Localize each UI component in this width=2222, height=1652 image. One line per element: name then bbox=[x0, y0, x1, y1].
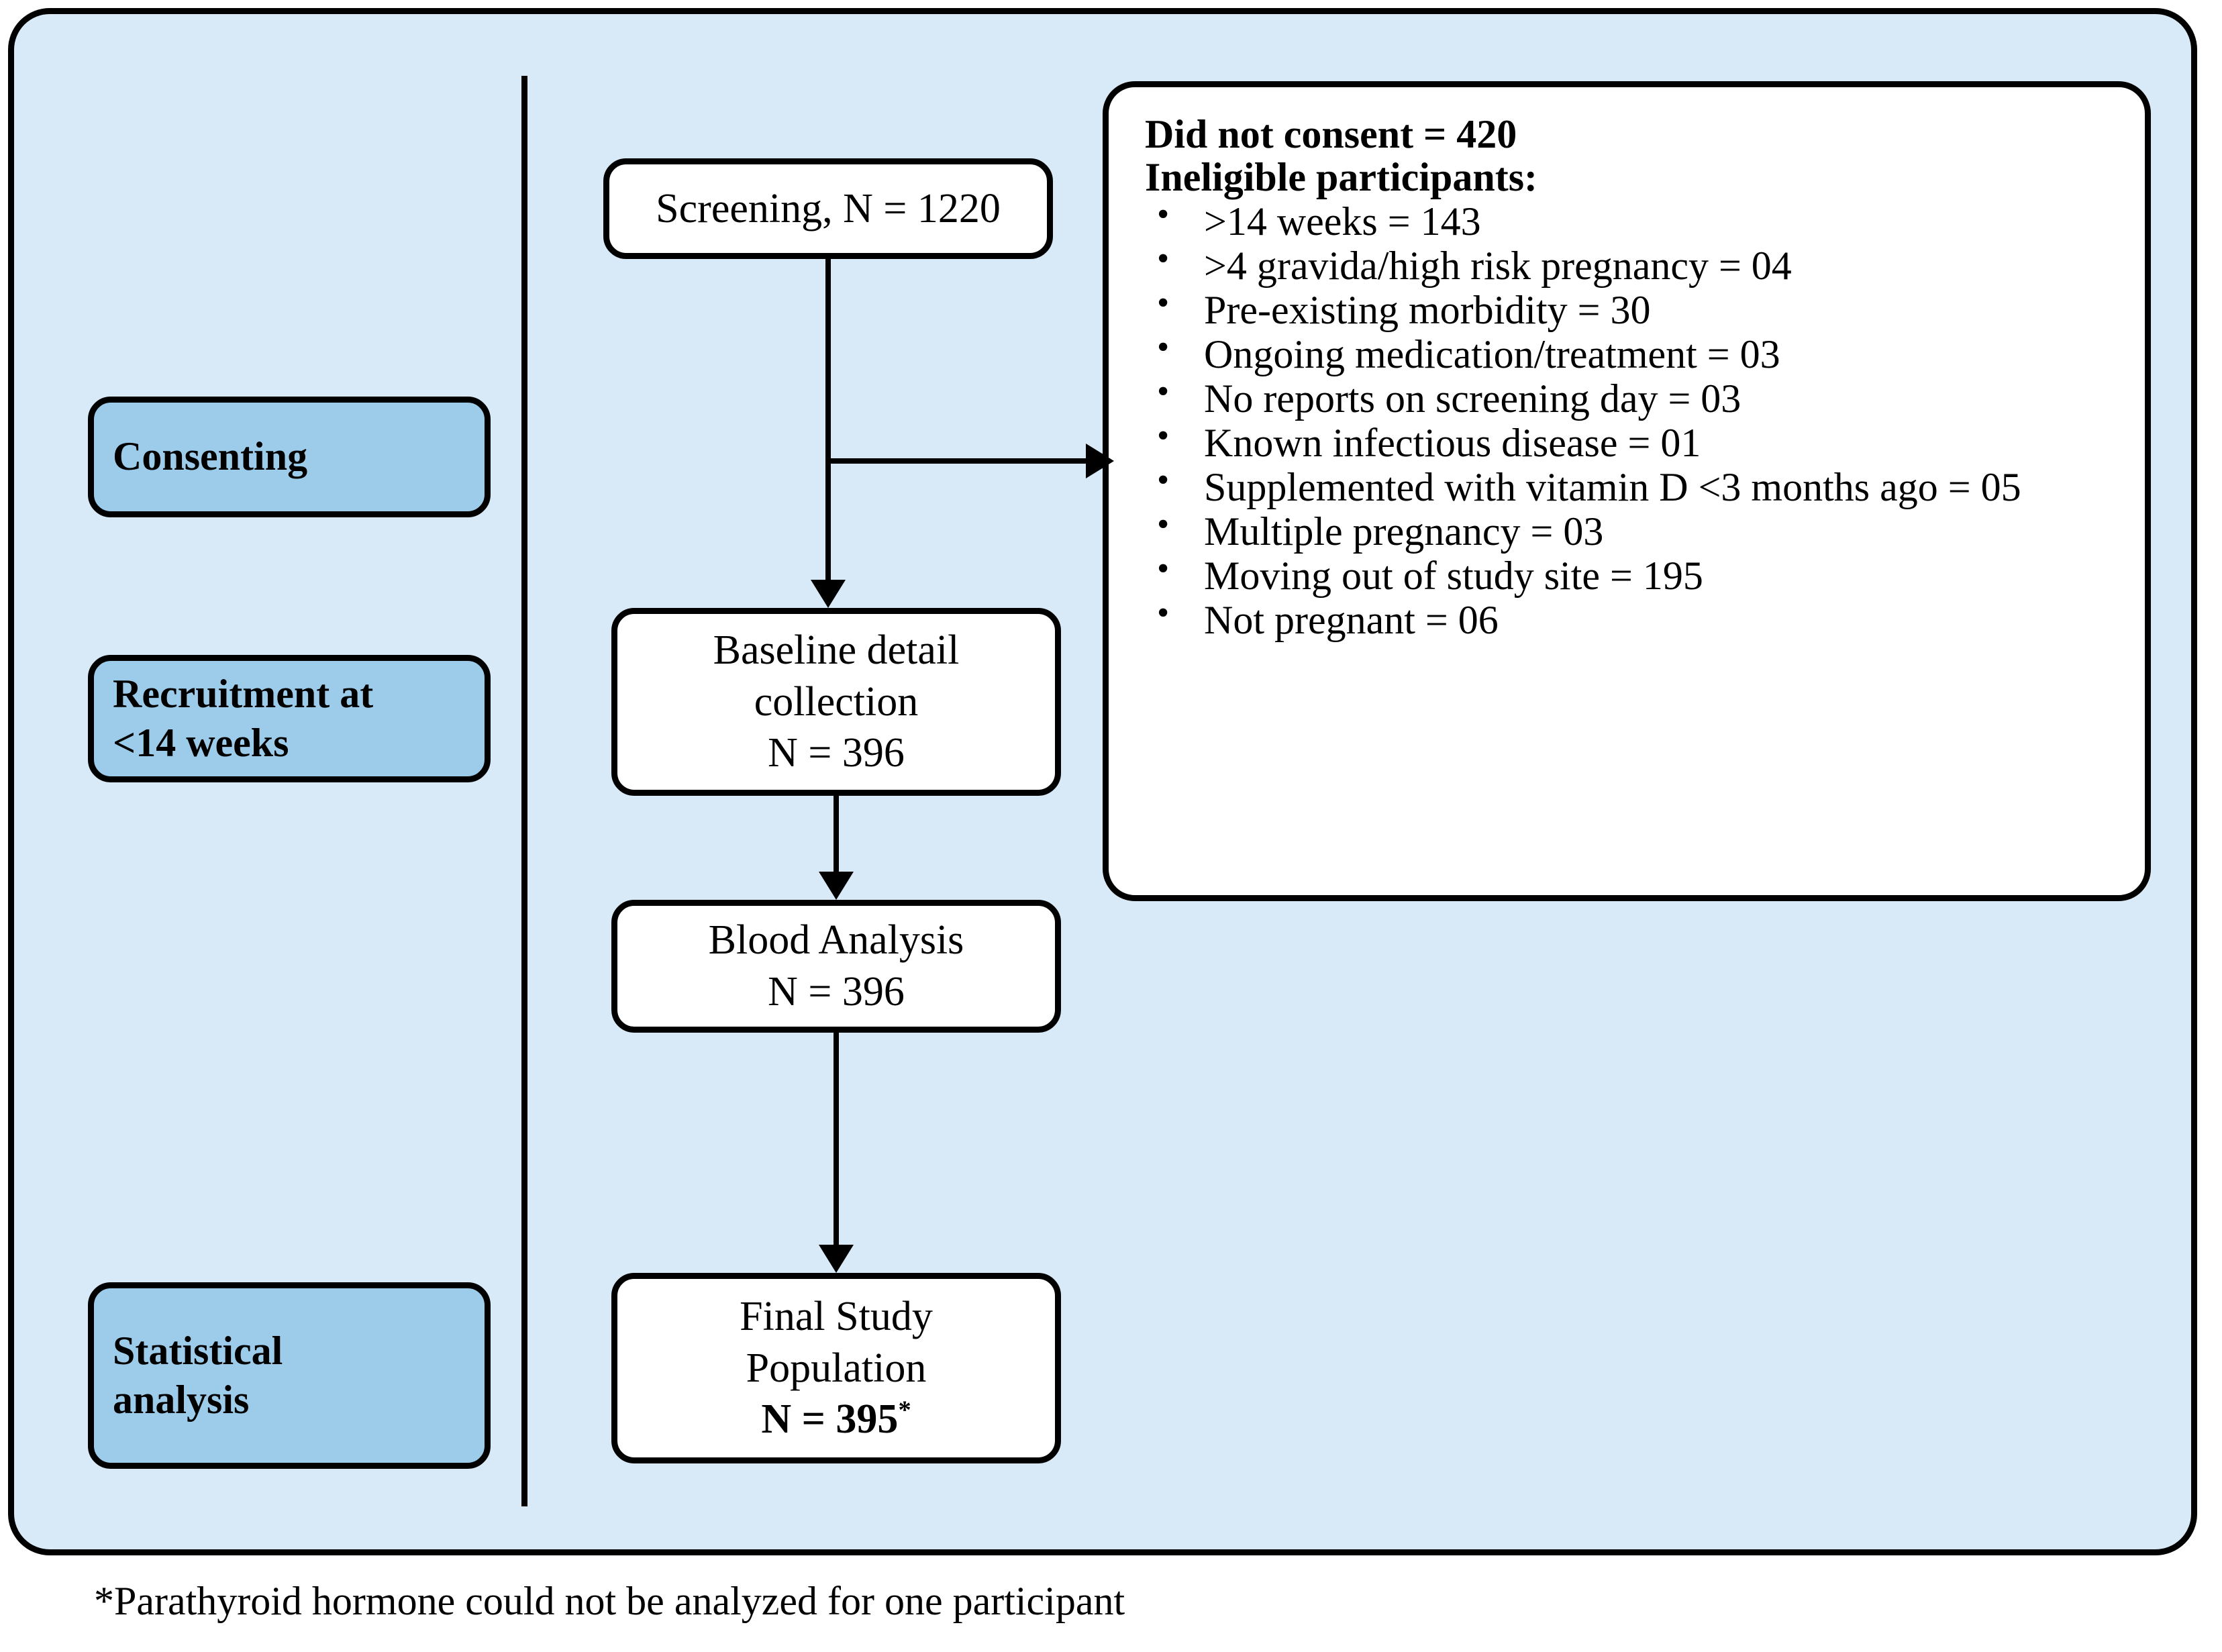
stage-label-statistics-line2: analysis bbox=[113, 1378, 250, 1422]
arrow-screening-to-baseline bbox=[811, 580, 846, 608]
baseline-label-n: N = 396 bbox=[768, 730, 905, 776]
connector-branch-to-exclusions bbox=[825, 458, 1086, 464]
final-label-line1: Final Study bbox=[740, 1293, 933, 1339]
section-divider bbox=[521, 76, 527, 1506]
list-item: Multiple pregnancy = 03 bbox=[1145, 507, 2117, 552]
diagram-panel: Consenting Recruitment at <14 weeks Stat… bbox=[8, 8, 2197, 1555]
footnote: *Parathyroid hormone could not be analyz… bbox=[94, 1579, 1125, 1623]
list-item: >4 gravida/high risk pregnancy = 04 bbox=[1145, 242, 2117, 286]
list-item: Pre-existing morbidity = 30 bbox=[1145, 286, 2117, 330]
flow-box-screening: Screening, N = 1220 bbox=[603, 158, 1053, 259]
stage-box-consenting: Consenting bbox=[88, 397, 491, 517]
connector-screening-trunk bbox=[825, 259, 831, 580]
stage-label-recruitment-line2: <14 weeks bbox=[113, 721, 289, 765]
list-item: Ongoing medication/treatment = 03 bbox=[1145, 330, 2117, 374]
exclusions-heading-did-not-consent: Did not consent = 420 bbox=[1145, 112, 1517, 156]
stage-box-statistical-analysis: Statistical analysis bbox=[88, 1282, 491, 1469]
list-item: Not pregnant = 06 bbox=[1145, 596, 2117, 640]
flow-box-baseline-detail-collection: Baseline detail collection N = 396 bbox=[611, 608, 1061, 796]
stage-label-recruitment-line1: Recruitment at bbox=[113, 671, 374, 716]
arrow-baseline-to-blood bbox=[819, 872, 854, 900]
exclusions-heading-ineligible: Ineligible participants: bbox=[1145, 155, 1538, 199]
stage-label-consenting: Consenting bbox=[113, 434, 308, 479]
baseline-label-line1: Baseline detail bbox=[713, 627, 960, 673]
final-label-n: N = 395* bbox=[761, 1394, 911, 1445]
arrow-blood-to-final bbox=[819, 1245, 854, 1273]
stage-box-recruitment: Recruitment at <14 weeks bbox=[88, 655, 491, 782]
baseline-label-line2: collection bbox=[754, 678, 919, 725]
final-footnote-marker: * bbox=[898, 1396, 911, 1425]
list-item: Moving out of study site = 195 bbox=[1145, 552, 2117, 596]
final-label-line2: Population bbox=[746, 1345, 927, 1391]
exclusions-box: Did not consent = 420 Ineligible partici… bbox=[1103, 81, 2151, 901]
blood-label-line1: Blood Analysis bbox=[708, 917, 964, 964]
list-item: Supplemented with vitamin D <3 months ag… bbox=[1145, 463, 2117, 507]
exclusions-list: >14 weeks = 143 >4 gravida/high risk pre… bbox=[1145, 197, 2117, 640]
blood-label-n: N = 396 bbox=[768, 969, 905, 1015]
arrow-branch-to-exclusions bbox=[1086, 444, 1114, 478]
final-n-value: N = 395 bbox=[761, 1396, 899, 1443]
screening-label: Screening, N = 1220 bbox=[656, 185, 1001, 231]
connector-blood-to-final bbox=[834, 1033, 839, 1245]
stage-label-statistics-line1: Statistical bbox=[113, 1328, 283, 1373]
list-item: Known infectious disease = 01 bbox=[1145, 419, 2117, 463]
flow-box-final-study-population: Final Study Population N = 395* bbox=[611, 1273, 1061, 1463]
list-item: No reports on screening day = 03 bbox=[1145, 374, 2117, 419]
connector-baseline-to-blood bbox=[834, 796, 839, 872]
flow-box-blood-analysis: Blood Analysis N = 396 bbox=[611, 900, 1061, 1033]
list-item: >14 weeks = 143 bbox=[1145, 197, 2117, 242]
